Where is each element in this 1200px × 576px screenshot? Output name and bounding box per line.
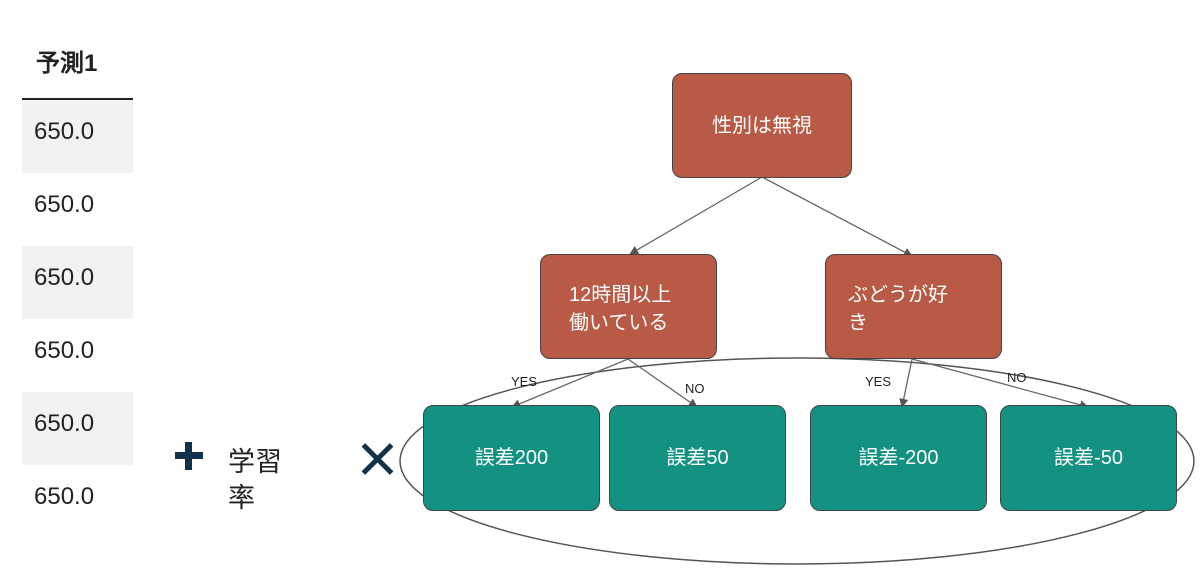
plus-icon [173, 440, 205, 472]
leaf-node-label: 誤差50 [666, 447, 729, 469]
split-node-hours-line2: 働いている [569, 312, 669, 334]
edge-label-yes: YES [511, 374, 538, 389]
leaf-node-label: 誤差-50 [1054, 447, 1123, 469]
leaf-node-error-50: 誤差50 [609, 405, 786, 511]
leaf-node-error-minus-50: 誤差-50 [1000, 405, 1177, 511]
split-node-grapes-line2: き [848, 312, 868, 334]
prediction-header: 予測1 [22, 38, 133, 100]
leaf-group-ellipse [399, 357, 1195, 565]
prediction-cell: 650.0 [22, 246, 133, 319]
edge-label-no: NO [1007, 370, 1027, 385]
prediction-table: 予測1 650.0 650.0 650.0 650.0 650.0 650.0 [22, 38, 133, 538]
leaf-node-error-minus-200: 誤差-200 [810, 405, 987, 511]
edge-root-left [629, 176, 763, 255]
prediction-cell: 650.0 [34, 191, 95, 218]
leaf-node-label: 誤差200 [474, 447, 549, 469]
leaf-node-label: 誤差-200 [858, 447, 939, 469]
root-node: 性別は無視 [672, 73, 852, 178]
edge-left-no [627, 358, 698, 408]
leaf-node-error-200: 誤差200 [423, 405, 600, 511]
split-node-grapes: ぶどうが好 き [825, 254, 1002, 359]
prediction-cell: 650.0 [34, 483, 95, 510]
prediction-cell: 650.0 [22, 100, 133, 173]
split-node-grapes-line1: ぶどうが好 [848, 284, 948, 306]
split-node-hours-line1: 12時間以上 [569, 284, 672, 306]
split-node-hours: 12時間以上 働いている [540, 254, 717, 359]
root-node-label: 性別は無視 [712, 114, 812, 137]
edge-right-no [911, 358, 1089, 410]
edge-left-yes [511, 358, 629, 409]
edge-label-yes: YES [865, 374, 892, 389]
edge-right-yes [899, 358, 913, 408]
prediction-cell: 650.0 [34, 337, 95, 364]
edge-root-right [761, 176, 913, 257]
edge-label-no: NO [685, 381, 705, 396]
learning-rate-label: 学習率 [228, 447, 282, 513]
prediction-cell: 650.0 [22, 392, 133, 465]
